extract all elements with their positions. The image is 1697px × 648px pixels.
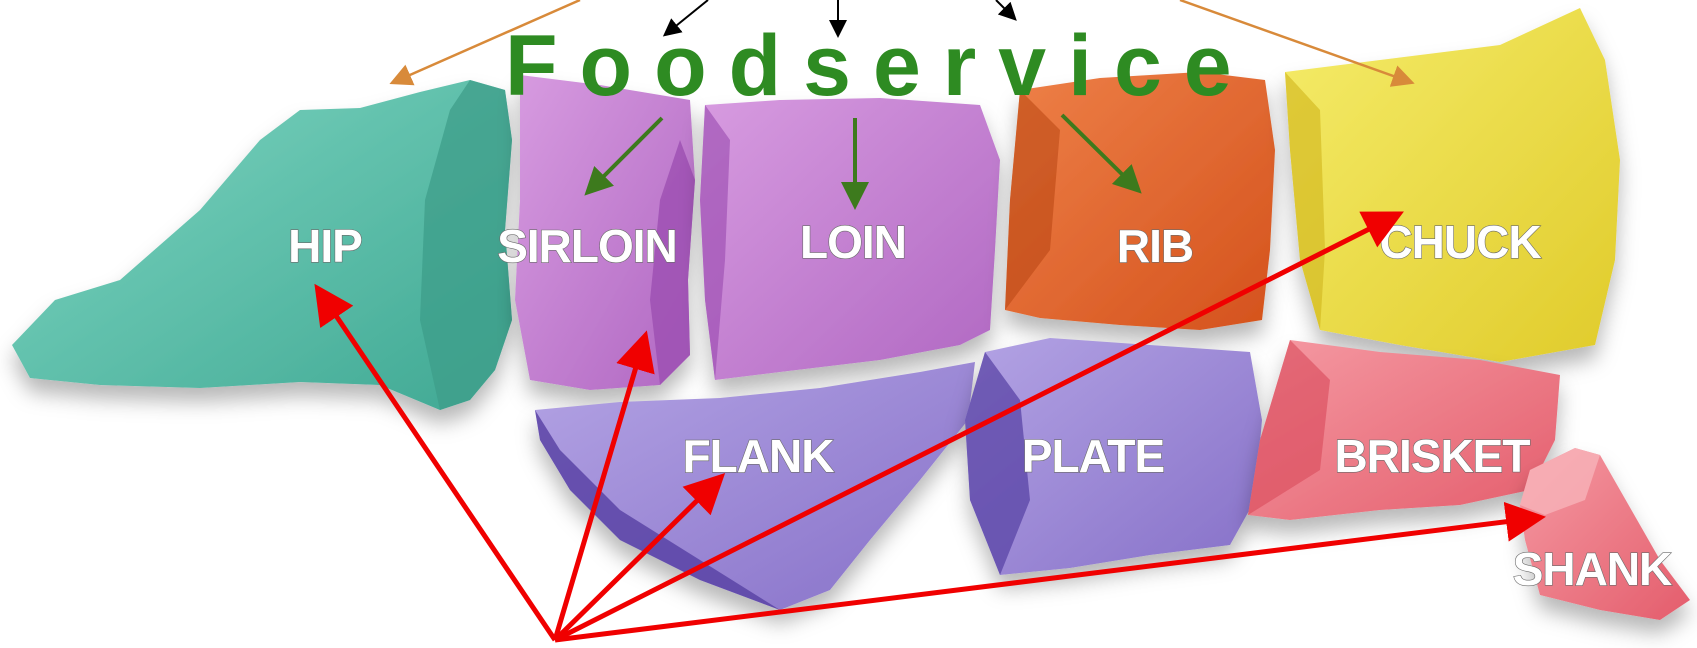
label-plate: PLATE: [1022, 430, 1164, 482]
black-arrow-right: [996, 0, 1014, 18]
label-shank: SHANK: [1513, 543, 1672, 595]
label-loin: LOIN: [800, 216, 906, 268]
label-flank: FLANK: [683, 430, 835, 482]
label-chuck: CHUCK: [1379, 216, 1541, 268]
label-sirloin: SIRLOIN: [497, 220, 677, 272]
label-hip: HIP: [288, 220, 362, 272]
hip-piece: [12, 80, 512, 410]
title-foodservice: Foodservice: [505, 18, 1254, 114]
label-rib: RIB: [1117, 220, 1193, 272]
chuck-piece: [1285, 8, 1620, 362]
label-brisket: BRISKET: [1335, 430, 1531, 482]
